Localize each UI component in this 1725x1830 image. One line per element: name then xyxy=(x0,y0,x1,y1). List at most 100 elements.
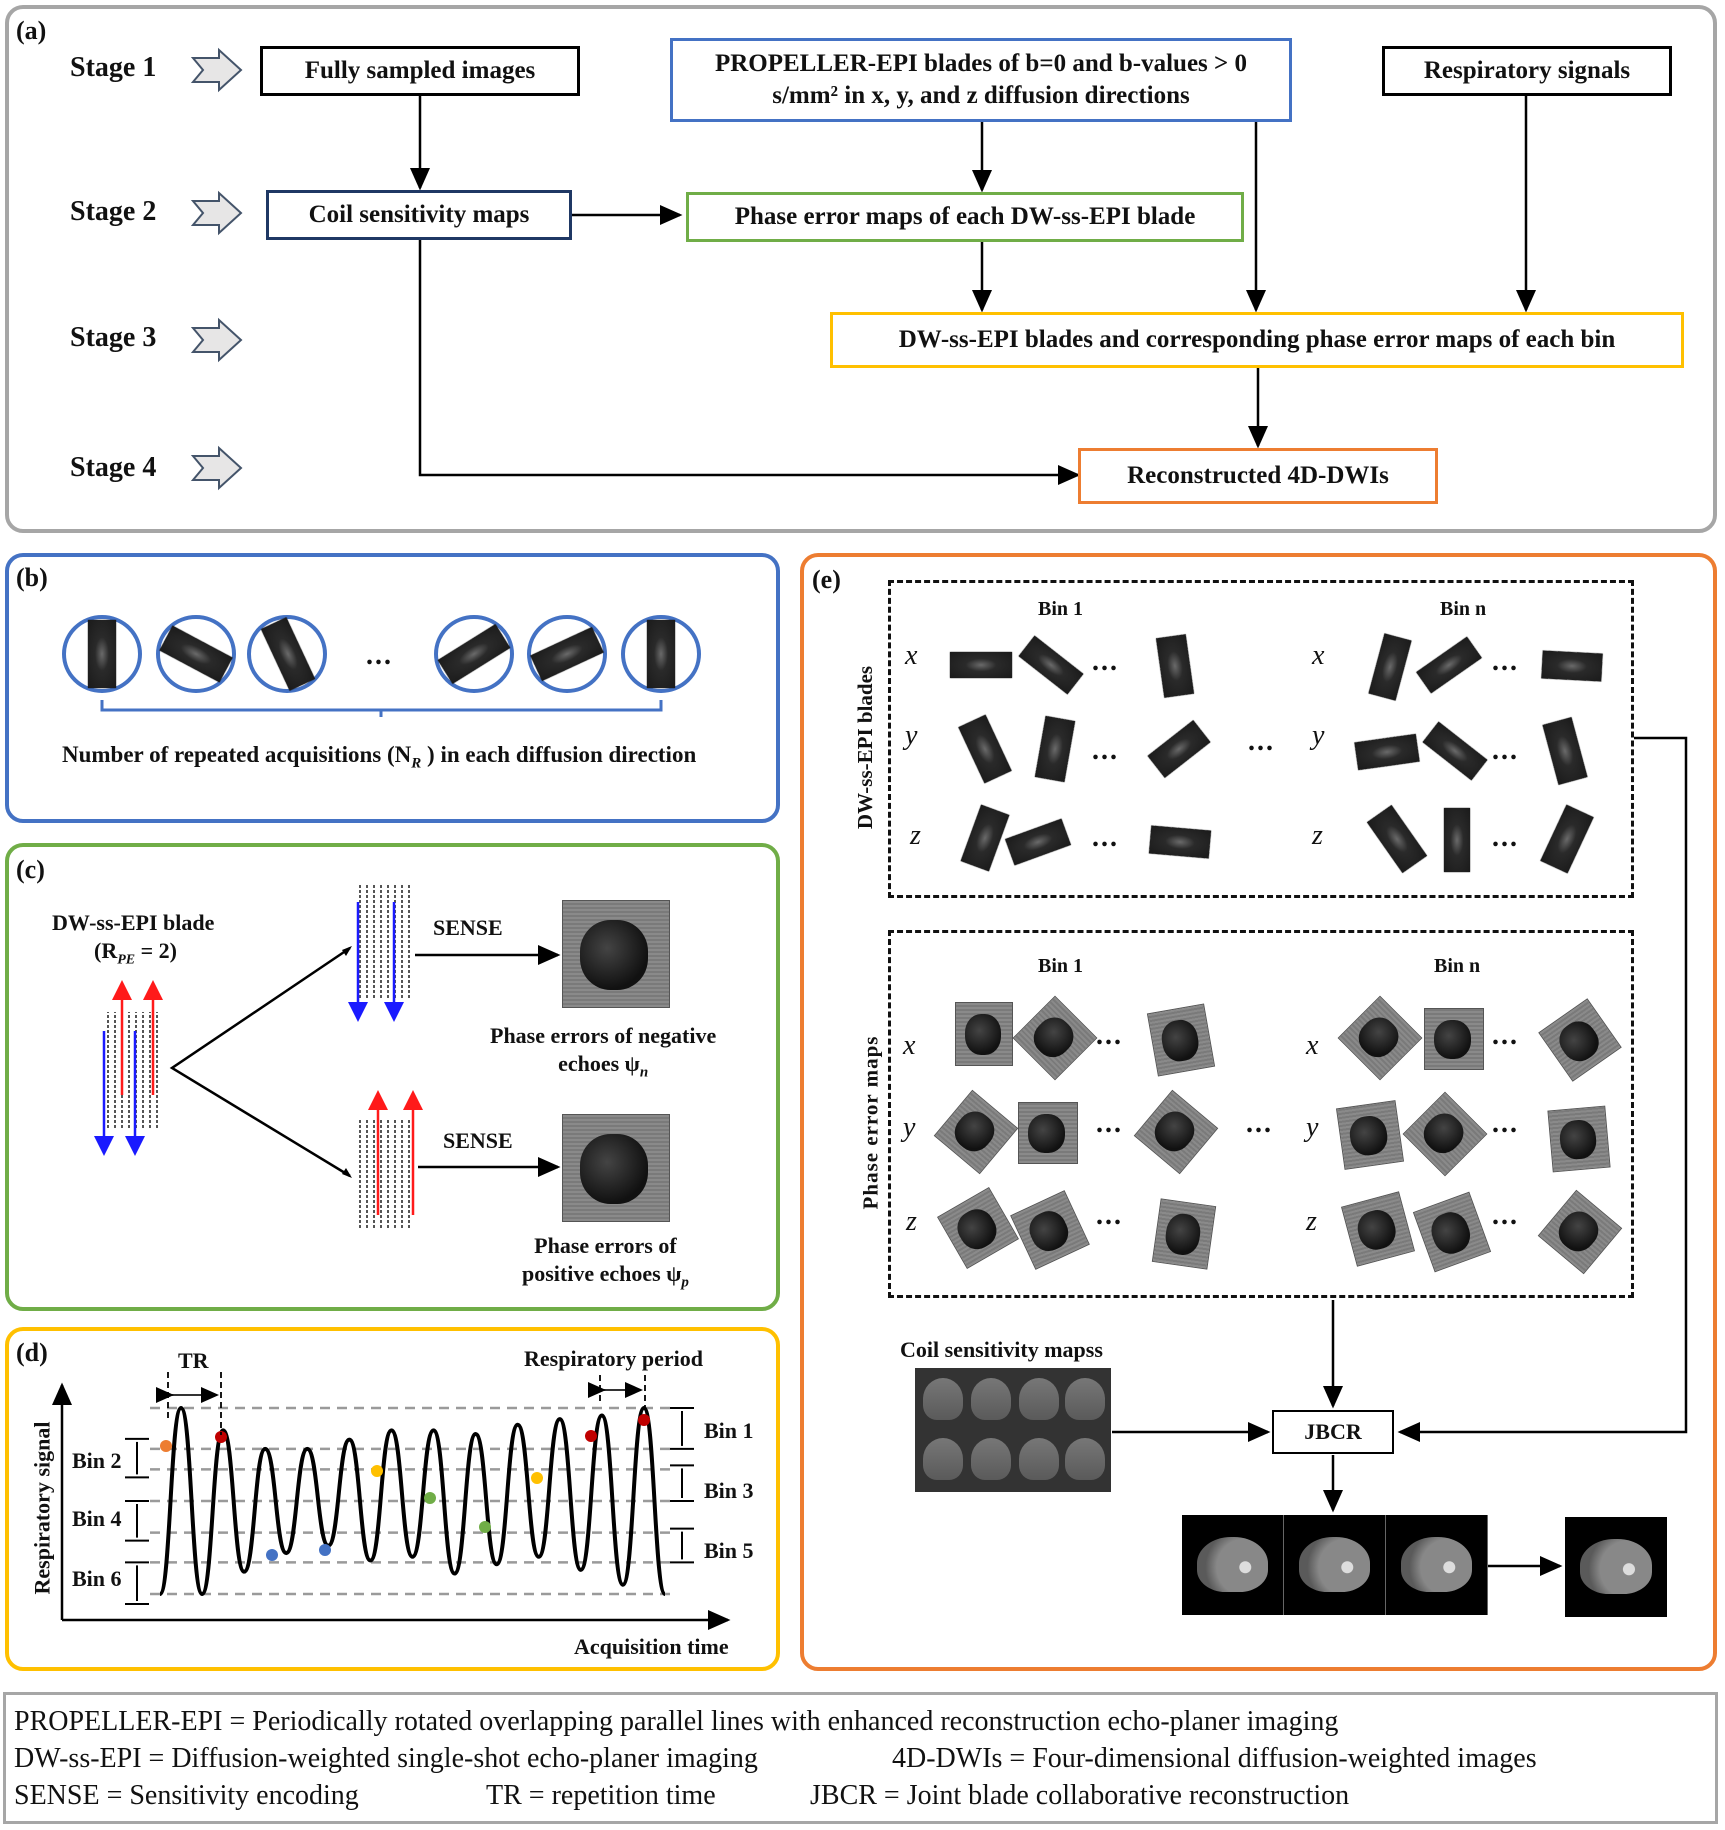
abbreviation-dwssepi: DW-ss-EPI = Diffusion-weighted single-sh… xyxy=(14,1743,758,1774)
sample-point xyxy=(371,1465,383,1477)
panel-e-connectors xyxy=(1112,736,1688,1576)
blade-title: DW-ss-EPI blade xyxy=(52,910,215,935)
arrow-blades-to-jbcr xyxy=(1397,736,1688,1442)
phase-map-image xyxy=(1018,1102,1078,1164)
phase-map-image xyxy=(955,1002,1013,1066)
kspace-positive xyxy=(356,1120,414,1230)
abbreviation-4ddwis: 4D-DWIs = Four-dimensional diffusion-wei… xyxy=(892,1743,1537,1774)
stage-3-label: Stage 3 xyxy=(70,322,157,353)
reconstructed-image xyxy=(1182,1515,1284,1615)
blade-ellipse-2 xyxy=(156,615,236,693)
respiratory-chart xyxy=(52,1372,731,1630)
box-respiratory-text: Respiratory signals xyxy=(1423,56,1631,84)
phase-bin-1-header: Bin 1 xyxy=(1038,955,1084,977)
respiratory-signal-line xyxy=(158,1405,667,1597)
sense-label-bottom: SENSE xyxy=(443,1128,513,1153)
blades-axis-z-binn: z xyxy=(1312,820,1323,851)
box-phase-error: Phase error maps of each DW-ss-EPI blade xyxy=(686,192,1244,242)
sense-label-top: SENSE xyxy=(433,915,503,940)
jbcr-box: JBCR xyxy=(1272,1410,1394,1454)
abbreviation-jbcr: JBCR = Joint blade collaborative reconst… xyxy=(810,1780,1350,1811)
bin-5-label: Bin 5 xyxy=(704,1538,754,1563)
phase-axis-y-bin1: y xyxy=(903,1112,916,1143)
reconstructed-image xyxy=(1284,1515,1386,1615)
sample-point xyxy=(424,1492,436,1504)
box-phase-error-text: Phase error maps of each DW-ss-EPI blade xyxy=(734,202,1196,230)
blades-bin-n-header: Bin n xyxy=(1440,598,1487,620)
blade-image xyxy=(88,620,116,688)
phase-error-positive-image xyxy=(562,1114,670,1222)
coil-maps-label: Coil sensitivity mapss xyxy=(900,1337,1103,1362)
blade-image xyxy=(647,620,675,688)
blade-ellipse-4 xyxy=(434,615,514,693)
box-fully-sampled: Fully sampled images xyxy=(260,46,580,96)
bin-3-label: Bin 3 xyxy=(704,1478,754,1503)
negative-echoes-caption: Phase errors of negative echoes ψn xyxy=(490,1023,717,1081)
box-coil-maps-text: Coil sensitivity maps xyxy=(308,200,530,228)
box-binned: DW-ss-EPI blades and corresponding phase… xyxy=(830,312,1684,368)
phase-map-image xyxy=(1424,1008,1484,1070)
phase-bin-n-header: Bin n xyxy=(1434,955,1481,977)
ellipsis: ... xyxy=(1096,1020,1123,1051)
ellipsis: ... xyxy=(1096,1200,1123,1231)
nr-bracket xyxy=(100,700,663,717)
panel-b-ellipsis: ... xyxy=(366,640,393,671)
abbreviation-propeller: PROPELLER-EPI = Periodically rotated ove… xyxy=(14,1706,1339,1737)
blade-ellipse-1 xyxy=(62,615,142,693)
blades-axis-x-binn: x xyxy=(1312,640,1325,671)
ellipsis: ... xyxy=(1248,726,1275,757)
phase-maps-group xyxy=(888,930,1634,1298)
blade-param: (RPE = 2) xyxy=(94,938,177,968)
panel-b-label: (b) xyxy=(16,563,48,592)
stage-4-label: Stage 4 xyxy=(70,452,157,483)
ellipsis: ... xyxy=(1092,646,1119,677)
phase-axis-z-bin1: z xyxy=(906,1206,917,1237)
phase-axis-x-binn: x xyxy=(1306,1030,1319,1061)
sample-point xyxy=(479,1521,491,1533)
panel-b-caption: Number of repeated acquisitions (NR ) in… xyxy=(62,742,697,772)
box-respiratory: Respiratory signals xyxy=(1382,46,1672,96)
x-axis-label: Acquisition time xyxy=(574,1634,729,1659)
bin-2-label: Bin 2 xyxy=(72,1448,122,1473)
ellipsis: ... xyxy=(1092,822,1119,853)
final-4d-dwi-image xyxy=(1565,1517,1667,1617)
sample-point xyxy=(585,1430,597,1442)
panel-a-connectors xyxy=(192,49,1536,489)
reconstructed-image xyxy=(1386,1515,1488,1615)
phase-axis-y-binn: y xyxy=(1306,1112,1319,1143)
bin-6-label: Bin 6 xyxy=(72,1566,122,1591)
box-propeller: PROPELLER-EPI blades of b=0 and b-values… xyxy=(670,38,1292,122)
kspace-full xyxy=(102,1012,160,1128)
ellipsis: ... xyxy=(1092,735,1119,766)
box-reconstructed-text: Reconstructed 4D-DWIs xyxy=(1127,461,1389,489)
phase-error-negative-image xyxy=(562,900,670,1008)
panel-a-label: (a) xyxy=(16,16,47,45)
blade-image xyxy=(950,652,1012,678)
ellipsis: ... xyxy=(1492,646,1519,677)
blades-axis-y-binn: y xyxy=(1312,720,1325,751)
stage-2-label: Stage 2 xyxy=(70,196,157,227)
panel-c-label: (c) xyxy=(16,855,45,884)
box-reconstructed: Reconstructed 4D-DWIs xyxy=(1078,448,1438,504)
arrow-coil-to-recon xyxy=(418,240,1081,485)
jbcr-label: JBCR xyxy=(1304,1418,1362,1444)
ellipsis: ... xyxy=(1492,822,1519,853)
panel-c-graphics xyxy=(94,884,561,1230)
sample-point xyxy=(638,1414,650,1426)
ellipsis: ... xyxy=(1492,735,1519,766)
blades-axis-y-bin1: y xyxy=(905,720,918,751)
blades-axis-z-bin1: z xyxy=(910,820,921,851)
panel-e-label: (e) xyxy=(812,565,841,594)
tr-label: TR xyxy=(178,1348,209,1373)
kspace-negative xyxy=(356,884,414,1000)
ellipsis: ... xyxy=(1492,1200,1519,1231)
sample-point xyxy=(215,1431,227,1443)
blades-group xyxy=(888,580,1634,898)
panel-d-label: (d) xyxy=(16,1338,48,1367)
bin-4-label: Bin 4 xyxy=(72,1506,122,1531)
sample-point xyxy=(266,1549,278,1561)
sample-point xyxy=(531,1472,543,1484)
blade-ellipse-5 xyxy=(527,615,607,693)
abbreviation-sense: SENSE = Sensitivity encoding xyxy=(14,1780,359,1811)
blades-bin-1-header: Bin 1 xyxy=(1038,598,1084,620)
